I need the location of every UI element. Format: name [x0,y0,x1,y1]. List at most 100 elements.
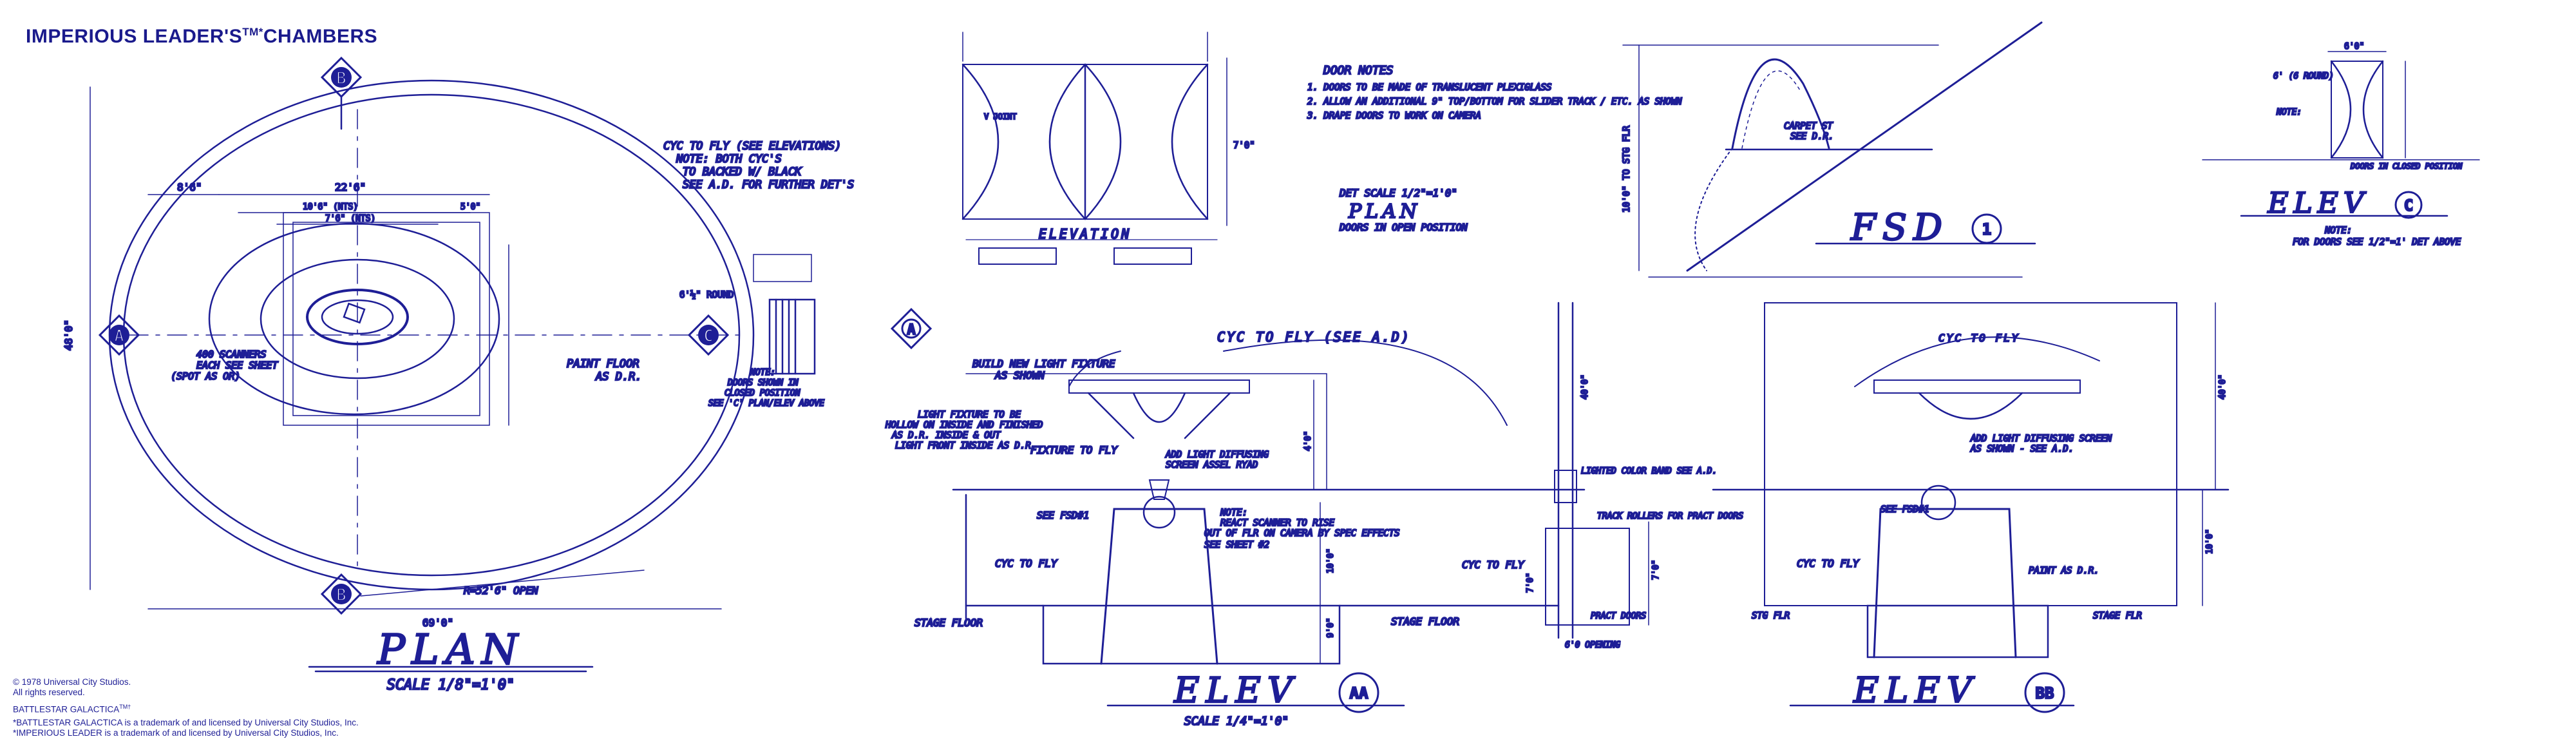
elev-c-marker-circle [2394,191,2423,219]
trademark-note-1: *BATTLESTAR GALACTICA is a trademark of … [13,718,359,727]
doors-note-3: 3. DRAPE DOORS TO WORK ON CAMERA [1307,111,1481,121]
plan-note-backed: TO BACKED W/ BLACK [683,166,802,178]
plan-marker-c [687,314,730,356]
elev-bb-detail [1712,302,2230,713]
elev-bb-fixture-arc [1918,392,2023,420]
plan-view: B B A C A [90,56,933,673]
elev-door-dim-40: 40'0" [1580,374,1590,399]
fsd-hatch-arc [1694,148,1733,271]
elev-door-opening: 6'0 OPENING [1565,640,1620,650]
elev-door-detail [1545,302,1649,639]
elev-door-track: TRACK ROLLERS FOR PRACT DOORS [1597,512,1743,521]
fsd-carpet-2: SEE D.R. [1790,131,1833,142]
elev-bb-add-light-2: AS SHOWN - SEE A.D. [1970,444,2074,454]
elev-aa-dim-10: 10'0" [1326,548,1336,573]
doors-elev-label: ELEVATION [1039,226,1132,242]
fsd-dome-inner [1741,70,1801,149]
doors-plan-label: PLAN [1348,200,1421,223]
plan-dim-r-label: R=52'6" OPEN [464,584,538,597]
elev-aa-note-scan-2: REACT SCANNER TO RISE [1220,518,1335,528]
elev-c-frame [2331,61,2383,158]
fsd-detail [1622,21,2043,278]
plan-marker-b-bottom-label: B [336,586,346,605]
doors-detail [961,32,1227,265]
elev-aa-detail [952,339,1586,713]
elev-aa-cyc-fly-2: CYC TO FLY [1462,559,1525,571]
elev-aa-build-light-2: AS SHOWN [994,369,1045,381]
door-plan-right [1113,247,1192,265]
plan-paint-floor-2: AS D.R. [595,370,642,383]
copyright-line-2: All rights reserved. [13,687,85,697]
elev-aa-fixture-arc-c [1132,392,1186,423]
doors-plan-sub: DOORS IN OPEN POSITION [1339,222,1468,233]
elev-bb-marker: BB [2036,684,2054,702]
elev-aa-dim-7: 7'0" [1526,573,1535,593]
doors-vjoint: V JOINT [984,112,1017,121]
elev-aa-title: ELEV [1173,670,1299,711]
doors-note-2: 2. ALLOW AN ADDITIONAL 9" TOP/BOTTOM FOR… [1307,97,1682,107]
elev-aa-arrow-2 [1068,350,1121,387]
elev-aa-light-fix-4: LIGHT FRONT INSIDE AS D.R. [895,441,1036,451]
plan-note-doors-2: DOORS SHOWN IN [727,378,799,388]
door-elev-arc-left [961,63,999,220]
elev-bb-cyc-fly: CYC TO FLY [1797,557,1860,570]
door-plan-left [978,247,1057,265]
galactica-tm: TM† [119,704,131,710]
elev-aa-scanner-cup [1148,479,1170,500]
galactica-line: BATTLESTAR GALACTICATM† [13,704,131,715]
sheet-title: IMPERIOUS LEADER'STM*CHAMBERS [26,26,377,48]
elev-c-note-a: NOTE: [2276,108,2302,117]
elev-aa-note-scan-3: OUT OF FLR ON CAMERA BY SPEC EFFECTS [1204,528,1399,539]
plan-marker-b-top-label: B [336,69,346,88]
plan-marker-a-label: A [114,327,124,346]
elev-aa-scale: SCALE 1/4"=1'0" [1184,715,1289,728]
elev-c-door-r [2362,60,2384,159]
elev-c-dim-top: 6'0" [2344,42,2364,52]
elev-aa-add-light-1: ADD LIGHT DIFFUSING [1165,450,1269,460]
elev-c-door-l [2330,60,2352,159]
plan-dim-r [360,570,645,597]
plan-note-seead: SEE A.D. FOR FURTHER DET'S [683,178,854,191]
door-elev-arc-mid-l [1048,63,1086,220]
elev-bb-marker-circle [2024,672,2065,713]
elev-c-detail [2202,51,2480,219]
plan-dim-5-label: 5'0" [460,202,480,212]
plan-platform-inner-box [292,222,480,416]
plan-note-note: NOTE: BOTH CYC'S [676,153,782,166]
plan-scale: SCALE 1/8"=1'0" [387,677,515,693]
elev-aa-see-fsd: SEE FSD#1 [1037,510,1089,521]
fsd-carpet: CARPET ST [1784,121,1833,131]
plan-scanners-2: EACH SEE SHEET [196,360,278,371]
title-suffix: CHAMBERS [263,26,378,47]
plan-round: 6'½" ROUND [679,290,734,300]
elev-aa-fixture-arc-l [1087,392,1135,439]
elev-bb-fly-arrow [1854,336,2100,387]
elev-aa-light-fix-3: AS D.R. INSIDE & OUT [891,430,1001,441]
plan-dim-8-label: 8'6" [177,181,202,193]
plan-marker-a-right-label: A [907,322,915,338]
elev-aa-fly-arrow [1223,339,1508,426]
elev-aa-marker-circle [1338,672,1379,713]
plan-door-dim-box [753,254,812,282]
elev-bb-fixture [1873,379,2081,394]
elev-aa-cyc: CYC TO FLY (SEE A.D) [1217,329,1411,345]
elev-c-note-c: NOTE: [2324,226,2352,236]
plan-marker-a [98,314,140,356]
fsd-num: 1 [1982,220,1991,238]
plan-marker-b-bottom [320,573,363,615]
elev-aa-light-fixture [1068,379,1250,394]
elev-aa-light-fix-2: HOLLOW ON INSIDE AND FINISHED [885,420,1043,430]
door-elev-arc-mid-r [1084,63,1122,220]
door-elev-band [1554,470,1577,503]
title-tm: TM* [242,26,263,38]
plan-note-doors-1: NOTE: [750,368,775,378]
plan-scanner-symbol [343,302,366,324]
plan-marker-a-right [890,307,933,350]
elev-bb-see-fsd: SEE FSD#1 [1880,504,1929,515]
galactica-text: BATTLESTAR GALACTICA [13,704,120,715]
elev-bb-cyc: CYC TO FLY [1938,332,2020,344]
elev-bb-title: ELEV [1853,670,1978,711]
fsd-dome [1731,58,1830,149]
